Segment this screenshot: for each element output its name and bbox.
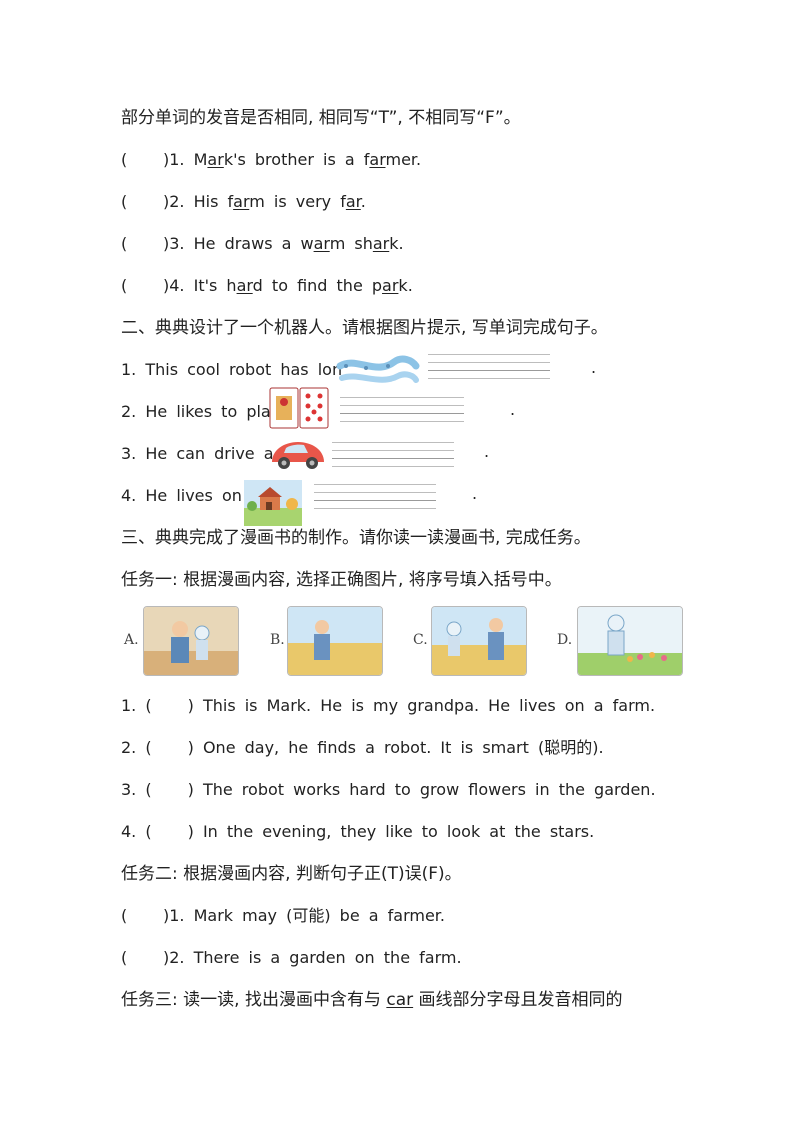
- matching-row: 3. () The robot works hard to grow flowe…: [121, 780, 656, 799]
- question-row: ()4. It's hard to find the park.: [121, 276, 413, 295]
- matching-row: 4. () In the evening, they like to look …: [121, 822, 595, 841]
- answer-writing-lines[interactable]: [340, 397, 464, 429]
- judgement-row: ()1. Mark may (可能) be a farmer.: [121, 906, 446, 925]
- task-heading: 任务二: 根据漫画内容, 判断句子正(T)误(F)。: [121, 864, 462, 884]
- panel-label: D.: [557, 632, 573, 648]
- red-car-picture: [272, 442, 324, 469]
- fill-sentence: 1. This cool robot has lon: [121, 360, 343, 379]
- section-heading: 三、典典完成了漫画书的制作。请你读一读漫画书, 完成任务。: [121, 528, 591, 548]
- playing-cards-picture: [269, 387, 329, 429]
- instruction-line: 部分单词的发音是否相同, 相同写“T”, 不相同写“F”。: [121, 108, 521, 128]
- question-row: ()1. Mark's brother is a farmer.: [121, 150, 422, 169]
- question-row: ()2. His farm is very far.: [121, 192, 366, 211]
- task-heading: 任务一: 根据漫画内容, 选择正确图片, 将序号填入括号中。: [121, 570, 562, 590]
- grandpa-in-field-picture: [287, 606, 383, 676]
- sentence-period: .: [484, 442, 490, 461]
- sentence-period: .: [472, 484, 478, 503]
- matching-row: 2. () One day, he finds a robot. It is s…: [121, 738, 604, 757]
- answer-writing-lines[interactable]: [428, 354, 550, 386]
- sentence-period: .: [510, 400, 516, 419]
- grandpa-and-robot-picture: [143, 606, 239, 676]
- panel-label: C.: [413, 632, 428, 648]
- long-arms-picture: [336, 355, 420, 383]
- fill-sentence: 3. He can drive a: [121, 444, 274, 463]
- section-heading: 二、典典设计了一个机器人。请根据图片提示, 写单词完成句子。: [121, 318, 608, 338]
- farm-picture: [244, 480, 302, 526]
- matching-row: 1. () This is Mark. He is my grandpa. He…: [121, 696, 656, 715]
- answer-writing-lines[interactable]: [314, 484, 436, 516]
- answer-writing-lines[interactable]: [332, 442, 454, 474]
- robot-meets-grandpa-picture: [431, 606, 527, 676]
- target-word: car: [386, 990, 414, 1010]
- panel-label: A.: [124, 632, 139, 648]
- fill-sentence: 4. He lives on: [121, 486, 242, 505]
- question-row: ()3. He draws a warm shark.: [121, 234, 404, 253]
- task-heading: 任务三: 读一读, 找出漫画中含有与 car 画线部分字母且发音相同的: [121, 990, 623, 1010]
- panel-label: B.: [270, 632, 285, 648]
- robot-in-garden-picture: [577, 606, 683, 676]
- fill-sentence: 2. He likes to pla: [121, 402, 271, 421]
- judgement-row: ()2. There is a garden on the farm.: [121, 948, 462, 967]
- sentence-period: .: [591, 358, 597, 377]
